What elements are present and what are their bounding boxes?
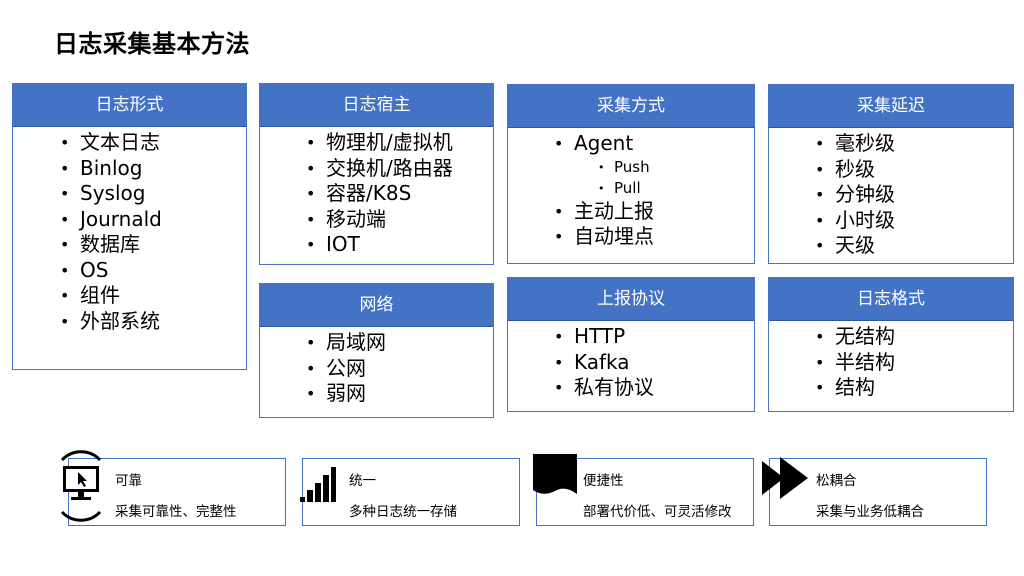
- list-item: 分钟级: [815, 182, 1013, 208]
- flag-icon: [533, 454, 577, 494]
- list-item: IOT: [306, 232, 493, 258]
- card-log-host: 日志宿主 物理机/虚拟机 交换机/路由器 容器/K8S 移动端 IOT: [259, 83, 494, 265]
- list-item: HTTP: [554, 324, 754, 350]
- list-item: 外部系统: [60, 309, 246, 335]
- list-item: 局域网: [306, 330, 493, 356]
- list-item: 弱网: [306, 381, 493, 407]
- list-item: Journald: [60, 207, 246, 233]
- card-header: 日志形式: [13, 84, 246, 127]
- list-item: 小时级: [815, 208, 1013, 234]
- item-list: 局域网 公网 弱网: [260, 327, 493, 407]
- bar-chart-icon: [300, 467, 336, 502]
- list-item: 容器/K8S: [306, 181, 493, 207]
- list-item: 秒级: [815, 157, 1013, 183]
- card-log-format: 日志形式 文本日志 Binlog Syslog Journald 数据库 OS …: [12, 83, 247, 370]
- list-item: 文本日志: [60, 130, 246, 156]
- card-collect-method: 采集方式 Agent Push Pull 主动上报 自动埋点: [507, 84, 755, 264]
- feature-title: 可靠: [115, 473, 142, 489]
- list-item: Kafka: [554, 350, 754, 376]
- feature-reliable: 可靠 采集可靠性、完整性: [68, 458, 286, 526]
- list-item: 组件: [60, 283, 246, 309]
- item-list: 物理机/虚拟机 交换机/路由器 容器/K8S 移动端 IOT: [260, 127, 493, 258]
- list-item: 交换机/路由器: [306, 156, 493, 182]
- feature-title: 统一: [349, 473, 376, 489]
- item-list: HTTP Kafka 私有协议: [508, 321, 754, 401]
- list-item: Binlog: [60, 156, 246, 182]
- card-header: 日志宿主: [260, 84, 493, 127]
- list-item: 数据库: [60, 232, 246, 258]
- card-network: 网络 局域网 公网 弱网: [259, 283, 494, 418]
- feature-loose-coupling: 松耦合 采集与业务低耦合: [769, 458, 987, 526]
- card-header: 采集方式: [508, 85, 754, 128]
- list-item: 主动上报: [554, 199, 754, 225]
- fast-forward-icon: [762, 457, 808, 499]
- list-item: Agent: [554, 131, 754, 157]
- list-subitem: Push: [598, 157, 754, 178]
- card-header: 上报协议: [508, 278, 754, 321]
- page-title: 日志采集基本方法: [54, 30, 250, 58]
- feature-desc: 采集与业务低耦合: [816, 504, 924, 520]
- list-item: OS: [60, 258, 246, 284]
- list-item: 毫秒级: [815, 131, 1013, 157]
- list-item: 自动埋点: [554, 224, 754, 250]
- item-list: 毫秒级 秒级 分钟级 小时级 天级: [769, 128, 1013, 259]
- item-list: 文本日志 Binlog Syslog Journald 数据库 OS 组件 外部…: [13, 127, 246, 334]
- feature-title: 松耦合: [816, 473, 857, 489]
- feature-desc: 多种日志统一存储: [349, 504, 457, 520]
- card-collect-latency: 采集延迟 毫秒级 秒级 分钟级 小时级 天级: [768, 84, 1014, 264]
- list-item: 无结构: [815, 324, 1013, 350]
- card-header: 采集延迟: [769, 85, 1013, 128]
- list-subitem: Pull: [598, 178, 754, 199]
- item-list: Agent Push Pull 主动上报 自动埋点: [508, 128, 754, 250]
- list-item: 结构: [815, 375, 1013, 401]
- feature-desc: 采集可靠性、完整性: [115, 504, 237, 520]
- list-item: 半结构: [815, 350, 1013, 376]
- feature-unified: 统一 多种日志统一存储: [302, 458, 520, 526]
- monitor-cursor-icon: [60, 450, 102, 522]
- list-item: 天级: [815, 233, 1013, 259]
- card-log-struct: 日志格式 无结构 半结构 结构: [768, 277, 1014, 412]
- list-item: 公网: [306, 356, 493, 382]
- feature-title: 便捷性: [583, 473, 624, 489]
- card-header: 日志格式: [769, 278, 1013, 321]
- list-item: Syslog: [60, 181, 246, 207]
- card-report-protocol: 上报协议 HTTP Kafka 私有协议: [507, 277, 755, 412]
- list-item: 移动端: [306, 207, 493, 233]
- item-list: 无结构 半结构 结构: [769, 321, 1013, 401]
- list-item: 私有协议: [554, 375, 754, 401]
- card-header: 网络: [260, 284, 493, 327]
- list-item: 物理机/虚拟机: [306, 130, 493, 156]
- feature-desc: 部署代价低、可灵活修改: [583, 504, 732, 520]
